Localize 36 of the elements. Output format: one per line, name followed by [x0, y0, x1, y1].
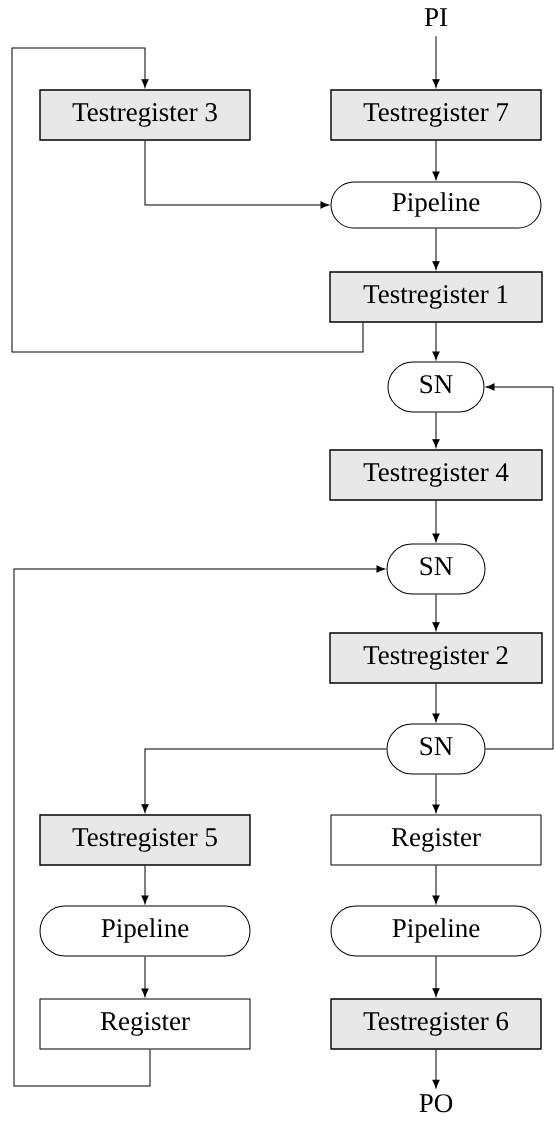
register-box: Testregister 1: [329, 271, 543, 323]
arrow: [432, 228, 440, 270]
arrow: [11, 47, 364, 353]
arrow: [432, 865, 440, 905]
arrow: [432, 322, 440, 361]
rounded-box: Pipeline: [330, 181, 542, 229]
register-box: Testregister 2: [329, 632, 543, 684]
arrow: [485, 383, 554, 750]
io-label: PI: [424, 8, 448, 26]
arrow: [432, 774, 440, 814]
rounded-box: Pipeline: [330, 905, 542, 957]
register-box: Testregister 4: [329, 449, 543, 501]
register-box: Testregister 5: [39, 814, 251, 866]
arrow: [13, 565, 386, 1087]
rounded-box: SN: [386, 543, 486, 595]
arrow: [432, 956, 440, 997]
register-box: Register: [330, 814, 542, 866]
register-box: Testregister 7: [330, 89, 542, 141]
rounded-box: SN: [387, 361, 485, 413]
io-label: PO: [419, 1094, 453, 1113]
arrow: [144, 140, 330, 209]
register-box: Testregister 6: [330, 998, 542, 1050]
rounded-box: SN: [386, 723, 486, 775]
arrow: [432, 412, 440, 448]
register-box: Register: [39, 998, 251, 1050]
arrow: [432, 1049, 440, 1089]
arrow: [432, 594, 440, 631]
arrow: [432, 140, 440, 181]
arrow: [432, 683, 440, 723]
arrow: [432, 500, 440, 543]
arrow: [432, 35, 440, 88]
arrow: [141, 748, 387, 813]
arrow: [141, 956, 149, 998]
rounded-box: Pipeline: [39, 905, 251, 957]
arrow: [141, 865, 149, 905]
register-box: Testregister 3: [39, 89, 251, 141]
